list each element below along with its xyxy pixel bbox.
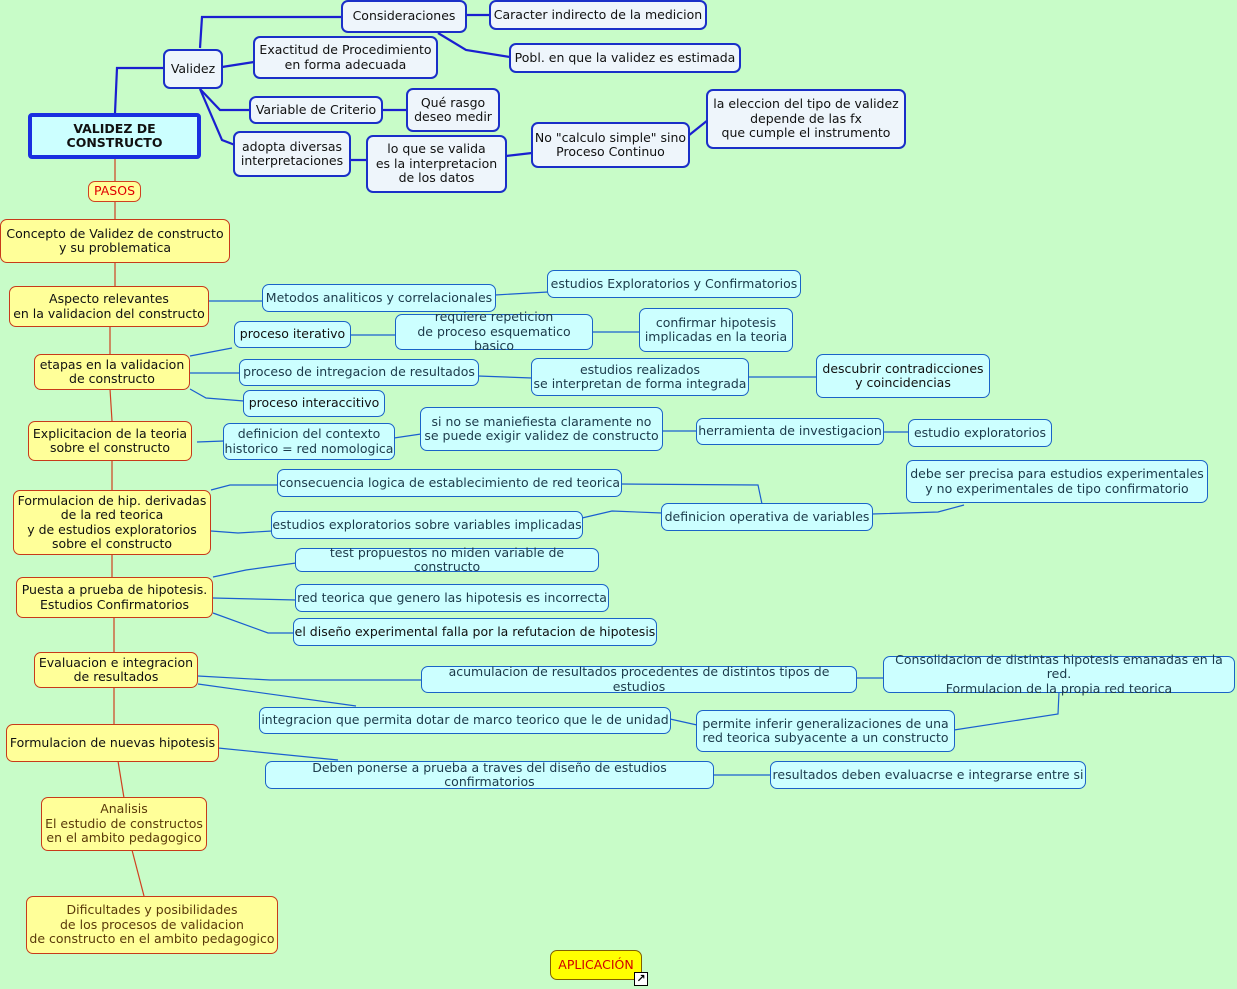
test-propuestos-node[interactable]: test propuestos no miden variable de con… bbox=[295, 545, 599, 574]
analisis-node[interactable]: Analisis El estudio de constructos en el… bbox=[41, 797, 207, 851]
variable-criterio-node[interactable]: Variable de Criterio bbox=[249, 96, 383, 124]
estudios-expl-conf-node[interactable]: estudios Exploratorios y Confirmatorios bbox=[547, 270, 801, 298]
no-calculo-node[interactable]: No "calculo simple" sino Proceso Continu… bbox=[531, 122, 690, 168]
confirmar-hipotesis-node[interactable]: confirmar hipotesis implicadas en la teo… bbox=[639, 308, 793, 352]
debe-ser-precisa-node[interactable]: debe ser precisa para estudios experimen… bbox=[906, 460, 1208, 503]
detail-links bbox=[189, 291, 1060, 776]
evaluacion-node[interactable]: Evaluacion e integracion de resultados bbox=[34, 652, 198, 688]
consideraciones-node[interactable]: Consideraciones bbox=[341, 0, 467, 33]
proceso-integracion-node[interactable]: proceso de intregacion de resultados bbox=[239, 359, 479, 386]
deben-ponerse-node[interactable]: Deben ponerse a prueba a traves del dise… bbox=[265, 760, 714, 789]
pobl-validez-node[interactable]: Pobl. en que la validez es estimada bbox=[509, 43, 741, 73]
herramienta-node[interactable]: herramienta de investigacion bbox=[696, 418, 884, 445]
lo-que-se-valida-node[interactable]: lo que se valida es la interpretacion de… bbox=[366, 135, 507, 193]
formulacion-nuevas-node[interactable]: Formulacion de nuevas hipotesis bbox=[6, 724, 219, 762]
que-rasgo-node[interactable]: Qué rasgo deseo medir bbox=[406, 88, 500, 132]
aspecto-node[interactable]: Aspecto relevantes en la validacion del … bbox=[9, 286, 209, 327]
proceso-interactivo-node[interactable]: proceso interaccitivo bbox=[243, 390, 385, 417]
main-topic-node[interactable]: VALIDEZ DE CONSTRUCTO bbox=[28, 113, 201, 159]
estudios-realizados-node[interactable]: estudios realizados se interpretan de fo… bbox=[531, 358, 749, 396]
estudios-sobre-variables-node[interactable]: estudios exploratorios sobre variables i… bbox=[271, 511, 583, 539]
definicion-contexto-node[interactable]: definicion del contexto historico = red … bbox=[223, 423, 395, 460]
aplicacion-node[interactable]: APLICACIÓN bbox=[550, 950, 642, 980]
diseno-falla-node[interactable]: el diseño experimental falla por la refu… bbox=[293, 618, 657, 646]
metodos-node[interactable]: Metodos analiticos y correlacionales bbox=[262, 284, 496, 312]
consecuencia-node[interactable]: consecuencia logica de establecimiento d… bbox=[277, 469, 622, 497]
external-link-icon[interactable]: ↗ bbox=[634, 972, 648, 986]
resultados-evaluarse-node[interactable]: resultados deben evaluacrse e integrarse… bbox=[770, 761, 1086, 789]
proceso-iterativo-node[interactable]: proceso iterativo bbox=[234, 321, 351, 348]
definicion-operativa-node[interactable]: definicion operativa de variables bbox=[661, 503, 873, 531]
validez-node[interactable]: Validez bbox=[163, 49, 223, 89]
pasos-links bbox=[109, 158, 145, 897]
permite-inferir-node[interactable]: permite inferir generalizaciones de una … bbox=[696, 710, 955, 752]
requiere-repeticion-node[interactable]: requiere repeticion de proceso esquemati… bbox=[395, 310, 593, 353]
descubrir-node[interactable]: descubrir contradicciones y coincidencia… bbox=[816, 354, 990, 398]
etapas-node[interactable]: etapas en la validacion de constructo bbox=[34, 354, 190, 390]
caracter-indirecto-node[interactable]: Caracter indirecto de la medicion bbox=[489, 0, 707, 30]
explicitacion-node[interactable]: Explicitacion de la teoria sobre el cons… bbox=[28, 421, 192, 461]
puesta-prueba-node[interactable]: Puesta a prueba de hipotesis. Estudios C… bbox=[16, 577, 213, 618]
acumulacion-node[interactable]: acumulacion de resultados procedentes de… bbox=[421, 664, 857, 693]
concepto-node[interactable]: Concepto de Validez de constructo y su p… bbox=[0, 219, 230, 263]
red-teorica-incorrecta-node[interactable]: red teorica que genero las hipotesis es … bbox=[295, 584, 609, 612]
dificultades-node[interactable]: Dificultades y posibilidades de los proc… bbox=[26, 896, 278, 954]
exactitud-node[interactable]: Exactitud de Procedimiento en forma adec… bbox=[253, 36, 438, 79]
consolidacion-node[interactable]: Consolidacion de distintas hipotesis ema… bbox=[883, 652, 1235, 696]
integracion-node[interactable]: integracion que permita dotar de marco t… bbox=[259, 707, 671, 734]
formulacion-hip-node[interactable]: Formulacion de hip. derivadas de la red … bbox=[13, 490, 211, 555]
eleccion-node[interactable]: la eleccion del tipo de validez depende … bbox=[706, 89, 906, 149]
adopta-node[interactable]: adopta diversas interpretaciones bbox=[233, 131, 351, 177]
estudio-exploratorios-node[interactable]: estudio exploratorios bbox=[908, 419, 1052, 447]
si-no-manifiesta-node[interactable]: si no se maniefiesta claramente no se pu… bbox=[420, 407, 663, 451]
pasos-node[interactable]: PASOS bbox=[88, 181, 141, 202]
validez-links bbox=[113, 13, 709, 162]
